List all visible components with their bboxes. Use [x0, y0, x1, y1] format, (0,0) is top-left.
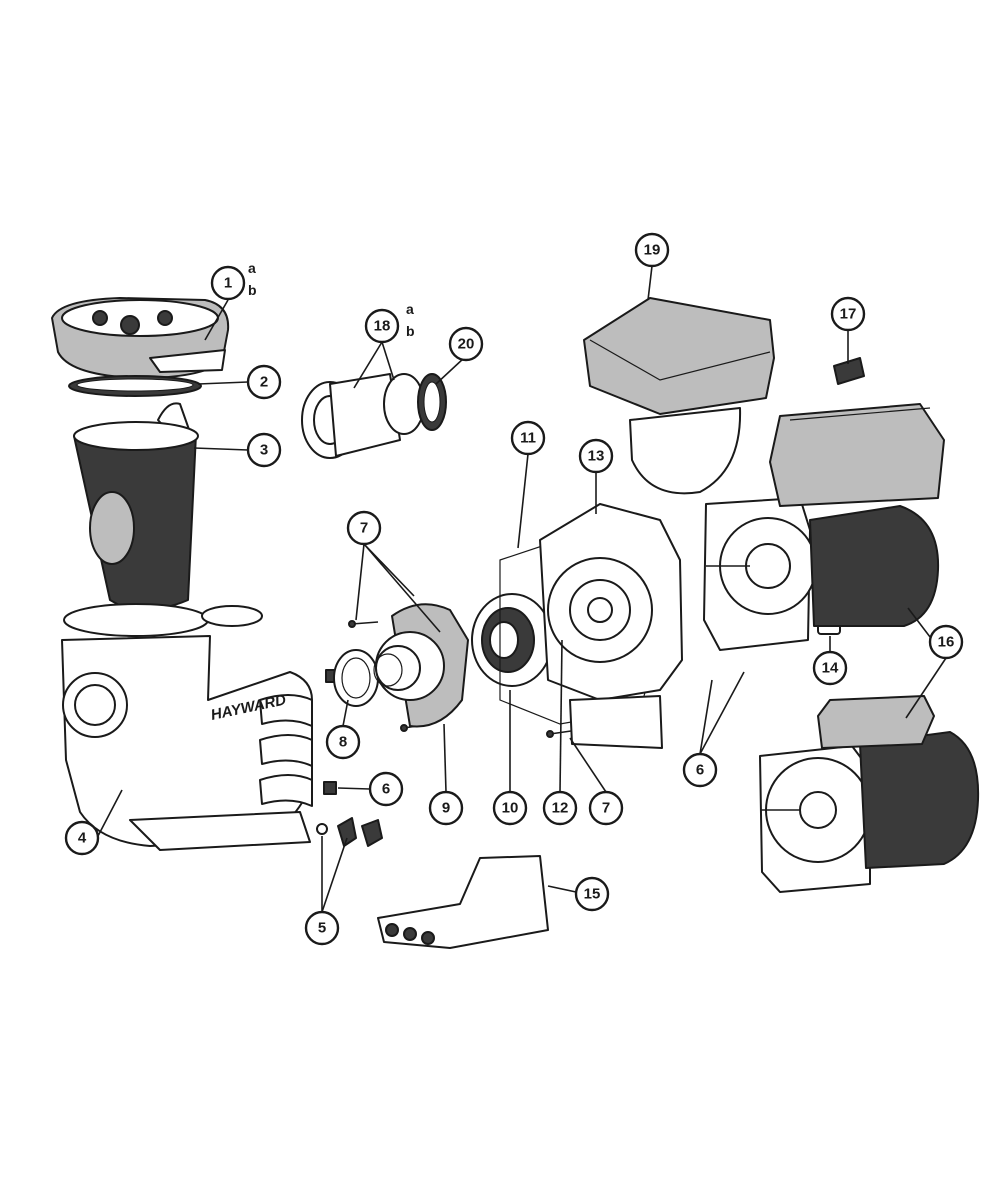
callout-label: 17: [840, 306, 857, 323]
callout-label: 3: [260, 442, 268, 459]
callout-9: 9: [428, 790, 464, 826]
callout-label: 19: [644, 242, 661, 259]
impeller-illustration: [471, 593, 553, 687]
callout-label: 6: [696, 762, 704, 779]
callout-19: 19: [634, 232, 670, 268]
callout-sub-a: a: [248, 260, 256, 276]
lid-o-ring-illustration: [68, 375, 202, 397]
strainer-lid-illustration: [51, 297, 230, 379]
callout-label: 14: [822, 660, 839, 677]
variable-speed-motor-illustration: [703, 403, 945, 651]
union-o-ring-illustration: [417, 373, 447, 431]
callout-label: 9: [442, 800, 450, 817]
callout-7-upper: 7: [346, 510, 382, 546]
callout-16: 16: [928, 624, 964, 660]
callout-20: 20: [448, 326, 484, 362]
callout-8: 8: [325, 724, 361, 760]
callout-label: 1: [224, 275, 232, 292]
callout-label: 13: [588, 448, 605, 465]
variable-speed-drive-illustration: [583, 297, 775, 495]
drain-plugs-illustration: [316, 817, 383, 847]
standard-motor-illustration: [759, 695, 980, 893]
callout-12: 12: [542, 790, 578, 826]
strainer-basket-illustration: [73, 402, 199, 612]
callout-17: 17: [830, 296, 866, 332]
callout-4: 4: [64, 820, 100, 856]
callout-6-housing: 6: [368, 771, 404, 807]
pump-housing-illustration: HAYWARD: [61, 603, 313, 851]
callout-18: 18 a b: [364, 301, 415, 344]
callout-label: 7: [360, 520, 368, 537]
callout-11: 11: [510, 420, 546, 456]
callout-sub-a: a: [406, 301, 414, 317]
callout-2: 2: [246, 364, 282, 400]
callout-14: 14: [812, 650, 848, 686]
callout-5: 5: [304, 910, 340, 946]
callout-sub-b: b: [248, 282, 257, 298]
callout-7-lower: 7: [588, 790, 624, 826]
callout-label: 5: [318, 920, 326, 937]
adapter-ring-illustration: [333, 649, 379, 707]
callout-label: 10: [502, 800, 519, 817]
callout-10: 10: [492, 790, 528, 826]
callout-label: 2: [260, 374, 268, 391]
callout-label: 4: [78, 830, 87, 847]
callout-label: 7: [602, 800, 610, 817]
union-fittings-illustration: [301, 373, 425, 459]
callout-15: 15: [574, 876, 610, 912]
callout-3: 3: [246, 432, 282, 468]
callout-label: 16: [938, 634, 955, 651]
seal-plate-screws-illustration: [348, 620, 579, 738]
cable-connector-illustration: [833, 357, 865, 385]
callout-sub-b: b: [406, 323, 415, 339]
leader-lines: [97, 265, 947, 913]
callout-1: 1 a b: [210, 260, 257, 301]
callout-label: 12: [552, 800, 569, 817]
callout-6-motor: 6: [682, 752, 718, 788]
motor-support-illustration: [377, 855, 549, 949]
callout-13: 13: [578, 438, 614, 474]
diffuser-illustration: [373, 603, 469, 728]
seal-plate-illustration: [539, 503, 683, 749]
callout-label: 6: [382, 781, 390, 798]
callout-label: 11: [520, 430, 536, 447]
callout-label: 15: [584, 886, 601, 903]
callout-label: 20: [458, 336, 475, 353]
callout-label: 8: [339, 734, 347, 751]
callout-label: 18: [374, 318, 391, 335]
